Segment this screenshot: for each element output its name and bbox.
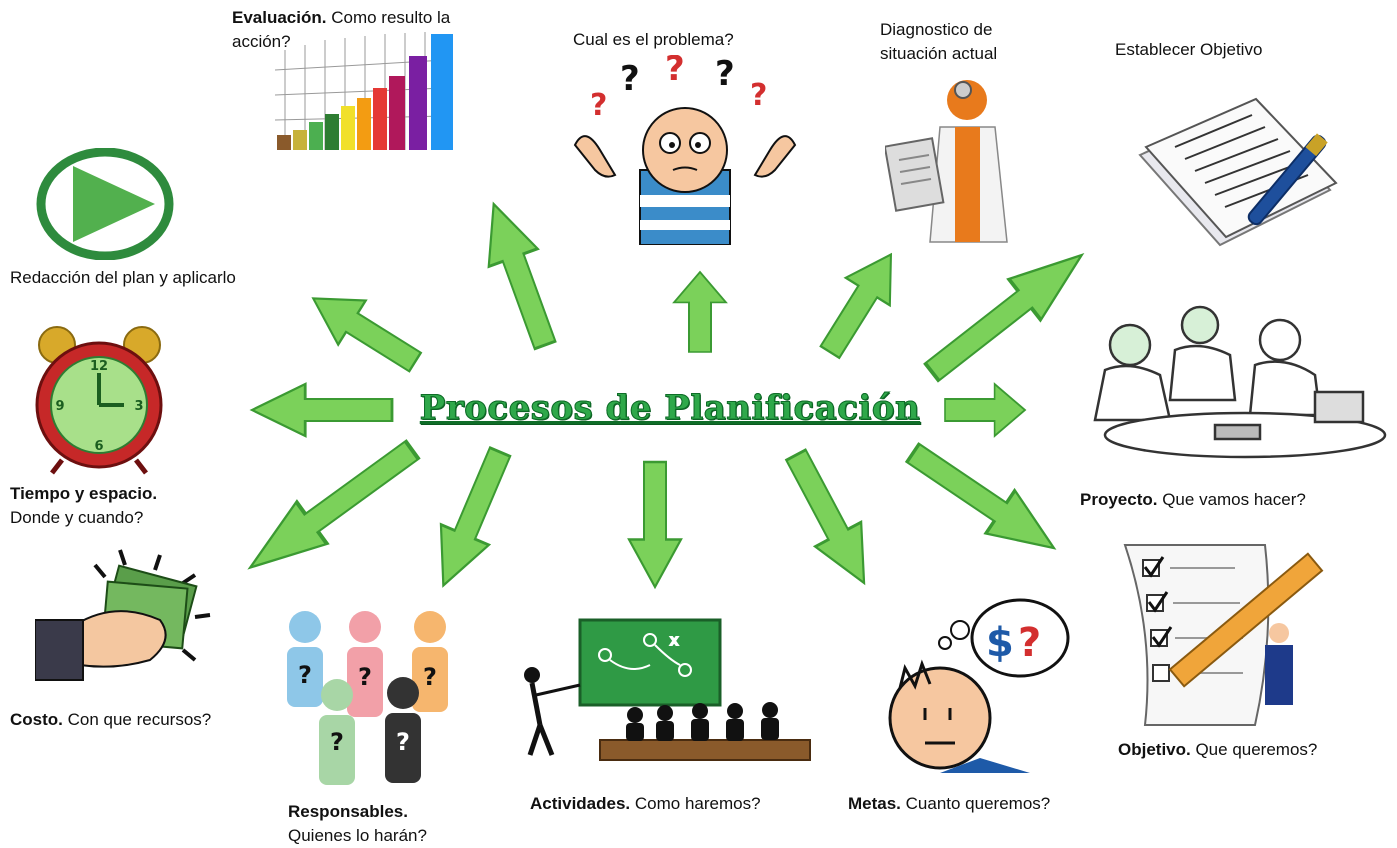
arrow-left	[250, 382, 394, 438]
people-question-icon: ? ? ? ? ?	[287, 611, 448, 785]
confused-person-icon: ? ? ? ? ?	[573, 55, 797, 245]
label-evaluacion-text: Como resulto la	[326, 8, 451, 27]
label-evaluacion-bold: Evaluación.	[232, 8, 327, 27]
arrow-down-right-objetivo	[896, 429, 1070, 572]
label-proyecto-bold: Proyecto.	[1080, 490, 1158, 509]
arrow-actividades	[627, 460, 683, 589]
label-objetivo: Objetivo. Que queremos?	[1118, 738, 1317, 762]
svg-text:12: 12	[90, 359, 108, 374]
svg-text:3: 3	[134, 399, 143, 414]
label-objetivo-bold: Objetivo.	[1118, 740, 1191, 759]
doctor-icon	[885, 80, 1008, 243]
svg-text:?: ?	[396, 728, 410, 756]
svg-text:x: x	[670, 633, 678, 649]
arrow-costo	[233, 427, 430, 591]
svg-text:?: ?	[750, 78, 767, 113]
label-evaluacion-text2: acción?	[232, 32, 291, 51]
label-costo-bold: Costo.	[10, 710, 63, 729]
svg-text:?: ?	[423, 663, 437, 691]
label-proyecto-text: Que vamos hacer?	[1157, 490, 1306, 509]
alarm-clock-icon: 12 3 6 9	[35, 326, 163, 475]
label-tiempo: Tiempo y espacio. Donde y cuando?	[10, 482, 157, 530]
svg-text:6: 6	[94, 439, 103, 454]
label-redaccion: Redacción del plan y aplicarlo	[10, 268, 236, 287]
thinking-money-icon: $ ?	[888, 598, 1070, 773]
arrow-metas	[771, 441, 889, 597]
label-responsables: Responsables. Quienes lo harán?	[288, 800, 427, 848]
arrow-diagnostico	[806, 239, 915, 367]
svg-text:?: ?	[715, 55, 735, 94]
arrow-problema	[673, 271, 727, 353]
play-button-icon	[36, 148, 174, 260]
label-responsables-bold: Responsables.	[288, 802, 408, 821]
diagram-title: Procesos de Planificación	[419, 388, 921, 429]
svg-text:?: ?	[298, 661, 312, 689]
label-establecer: Establecer Objetivo	[1115, 40, 1263, 59]
checklist-pencil-icon	[1123, 544, 1324, 726]
label-problema: Cual es el problema?	[573, 30, 734, 49]
label-actividades-bold: Actividades.	[530, 794, 631, 813]
label-costo-text: Con que recursos?	[62, 710, 212, 729]
label-objetivo-text: Que queremos?	[1190, 740, 1318, 759]
svg-text:?: ?	[590, 88, 607, 123]
arrow-evaluacion	[467, 193, 571, 356]
label-tiempo-text: Donde y cuando?	[10, 508, 144, 527]
label-diagnostico: Diagnostico de situación actual	[880, 18, 997, 66]
svg-text:?: ?	[358, 663, 372, 691]
svg-text:9: 9	[55, 399, 64, 414]
label-actividades-text: Como haremos?	[630, 794, 761, 813]
label-responsables-text: Quienes lo harán?	[288, 826, 427, 845]
label-tiempo-bold: Tiempo y espacio.	[10, 484, 158, 503]
money-hand-icon	[35, 549, 211, 681]
label-diagnostico-2: situación actual	[880, 44, 998, 63]
label-diagnostico-1: Diagnostico de	[880, 20, 993, 39]
team-meeting-icon	[1093, 305, 1387, 459]
svg-text:?: ?	[665, 55, 685, 89]
svg-text:?: ?	[1018, 620, 1041, 666]
label-metas-text: Cuanto queremos?	[900, 794, 1051, 813]
document-pen-icon	[1138, 97, 1338, 247]
svg-text:?: ?	[330, 728, 344, 756]
svg-text:?: ?	[620, 59, 640, 99]
label-metas-bold: Metas.	[848, 794, 901, 813]
label-evaluacion: Evaluación. Como resulto la acción?	[232, 6, 450, 54]
label-proyecto: Proyecto. Que vamos hacer?	[1080, 488, 1306, 512]
bar-chart-icon	[275, 32, 453, 150]
arrow-right	[944, 383, 1026, 437]
arrow-establecer	[914, 232, 1100, 395]
label-costo: Costo. Con que recursos?	[10, 708, 211, 732]
label-actividades: Actividades. Como haremos?	[530, 792, 761, 816]
label-metas: Metas. Cuanto queremos?	[848, 792, 1050, 816]
classroom-icon: x	[524, 618, 811, 761]
arrow-up-left	[298, 275, 430, 386]
arrow-responsables	[418, 440, 526, 598]
svg-text:$: $	[986, 620, 1014, 666]
